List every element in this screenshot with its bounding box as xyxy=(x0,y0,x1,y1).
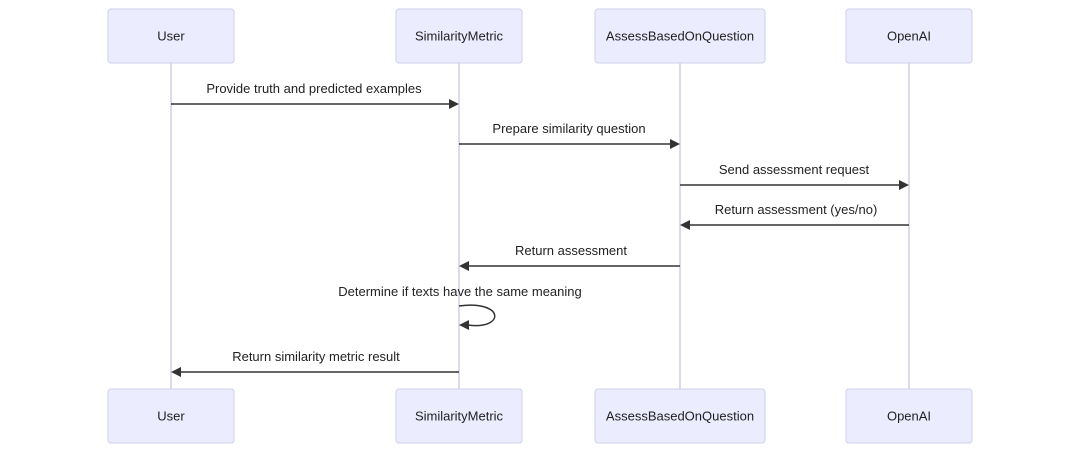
message-provide-examples: Provide truth and predicted examples xyxy=(171,81,459,109)
arrowhead-right-icon xyxy=(899,180,909,190)
message-label: Send assessment request xyxy=(719,162,870,177)
actor-user-top: User xyxy=(107,8,235,64)
actor-label: SimilarityMetric xyxy=(415,409,504,424)
arrowhead-left-icon xyxy=(680,220,690,230)
actor-label: OpenAI xyxy=(887,29,931,44)
actor-label: AssessBasedOnQuestion xyxy=(606,409,754,424)
message-label: Return similarity metric result xyxy=(232,349,400,364)
actor-openai-top: OpenAI xyxy=(845,8,973,64)
actor-label: User xyxy=(157,409,185,424)
arrowhead-left-icon xyxy=(459,261,469,271)
message-return-assessment-yes-no: Return assessment (yes/no) xyxy=(680,202,909,230)
actor-label: SimilarityMetric xyxy=(415,29,504,44)
actor-label: User xyxy=(157,29,185,44)
message-label: Provide truth and predicted examples xyxy=(206,81,422,96)
message-label: Prepare similarity question xyxy=(492,121,645,136)
message-label: Return assessment (yes/no) xyxy=(715,202,878,217)
actor-openai-bottom: OpenAI xyxy=(845,388,973,444)
message-label: Return assessment xyxy=(515,243,627,258)
message-return-assessment: Return assessment xyxy=(459,243,680,271)
actor-assessbasedonquestion-bottom: AssessBasedOnQuestion xyxy=(594,388,766,444)
message-label: Determine if texts have the same meaning xyxy=(338,284,582,299)
actor-label: OpenAI xyxy=(887,409,931,424)
message-send-request: Send assessment request xyxy=(680,162,909,190)
message-return-result: Return similarity metric result xyxy=(171,349,459,377)
actor-assessbasedonquestion-top: AssessBasedOnQuestion xyxy=(594,8,766,64)
message-self-determine-meaning: Determine if texts have the same meaning xyxy=(338,284,582,330)
actor-similaritymetric-top: SimilarityMetric xyxy=(395,8,523,64)
actor-user-bottom: User xyxy=(107,388,235,444)
arrowhead-left-icon xyxy=(459,320,469,330)
arrowhead-left-icon xyxy=(171,367,181,377)
actor-similaritymetric-bottom: SimilarityMetric xyxy=(395,388,523,444)
arrowhead-right-icon xyxy=(670,139,680,149)
arrowhead-right-icon xyxy=(449,99,459,109)
actor-label: AssessBasedOnQuestion xyxy=(606,29,754,44)
message-prepare-question: Prepare similarity question xyxy=(459,121,680,149)
